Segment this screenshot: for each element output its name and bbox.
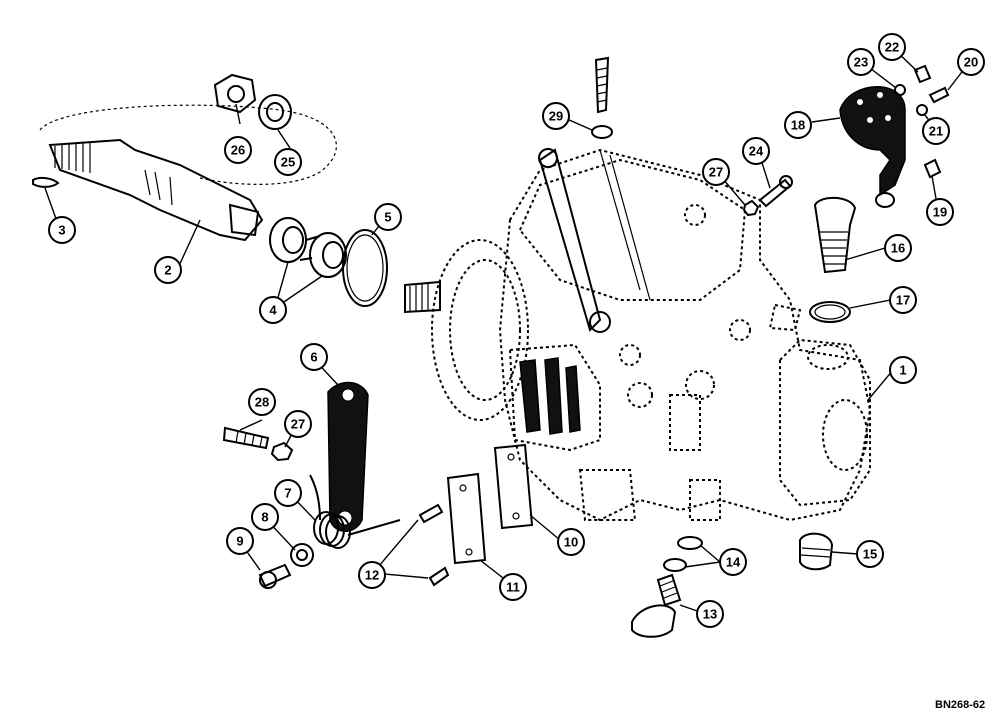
cover-plates-drawing [418, 443, 534, 587]
lever-assembly-drawing [222, 381, 401, 589]
callout-1: 1 [889, 356, 917, 384]
svg-text:28: 28 [255, 395, 269, 410]
svg-text:6: 6 [310, 350, 317, 365]
callout-4: 4 [259, 296, 287, 324]
callout-6: 6 [300, 343, 328, 371]
svg-text:5: 5 [384, 210, 391, 225]
svg-text:26: 26 [231, 143, 245, 158]
callout-15: 15 [856, 540, 884, 568]
svg-text:17: 17 [896, 293, 910, 308]
svg-text:3: 3 [58, 223, 65, 238]
callout-22: 22 [878, 33, 906, 61]
svg-text:2: 2 [164, 263, 171, 278]
svg-text:16: 16 [891, 241, 905, 256]
svg-text:22: 22 [885, 40, 899, 55]
stud-and-bolts-drawing [591, 56, 793, 217]
callout-14: 14 [719, 548, 747, 576]
svg-text:1: 1 [899, 363, 906, 378]
nut-and-washer-drawing [213, 73, 292, 130]
callout-7: 7 [274, 479, 302, 507]
svg-text:10: 10 [564, 535, 578, 550]
svg-text:18: 18 [791, 118, 805, 133]
svg-text:15: 15 [863, 547, 877, 562]
figure-code: BN268-62 [935, 699, 985, 711]
callout-20: 20 [957, 48, 985, 76]
callout-3: 3 [48, 216, 76, 244]
svg-text:14: 14 [726, 555, 741, 570]
pump-housing-drawing [404, 148, 872, 522]
callout-8: 8 [251, 503, 279, 531]
callout-17: 17 [889, 286, 917, 314]
callout-28: 28 [248, 388, 276, 416]
svg-text:20: 20 [964, 55, 978, 70]
bolt-washers-plug-drawing [631, 532, 834, 638]
svg-text:19: 19 [933, 205, 947, 220]
callout-23: 23 [847, 48, 875, 76]
svg-text:11: 11 [506, 580, 520, 595]
svg-text:25: 25 [281, 155, 295, 170]
svg-text:21: 21 [929, 124, 943, 139]
svg-text:12: 12 [365, 568, 379, 583]
svg-text:27: 27 [291, 417, 305, 432]
callout-27-left: 27 [284, 410, 312, 438]
svg-text:29: 29 [549, 109, 563, 124]
callout-27-top: 27 [702, 158, 730, 186]
svg-text:7: 7 [284, 486, 291, 501]
callout-2: 2 [154, 256, 182, 284]
fitting-and-oring-drawing [809, 196, 857, 323]
callout-5: 5 [374, 203, 402, 231]
callout-21: 21 [922, 117, 950, 145]
svg-text:4: 4 [269, 303, 277, 318]
callout-10: 10 [557, 528, 585, 556]
drive-shaft-drawing [32, 104, 337, 242]
callout-16: 16 [884, 234, 912, 262]
bracket-drawing [839, 64, 950, 208]
svg-text:9: 9 [236, 534, 243, 549]
callout-25: 25 [274, 148, 302, 176]
callout-12: 12 [358, 561, 386, 589]
svg-text:8: 8 [261, 510, 268, 525]
callout-24: 24 [742, 137, 770, 165]
svg-text:23: 23 [854, 55, 868, 70]
bearings-and-oring-drawing [269, 217, 388, 307]
callout-13: 13 [696, 600, 724, 628]
svg-text:13: 13 [703, 607, 717, 622]
callout-18: 18 [784, 111, 812, 139]
callout-11: 11 [499, 573, 527, 601]
callout-9: 9 [226, 527, 254, 555]
callout-19: 19 [926, 198, 954, 226]
svg-text:24: 24 [749, 144, 764, 159]
svg-text:27: 27 [709, 165, 723, 180]
callout-29: 29 [542, 102, 570, 130]
callout-26: 26 [224, 136, 252, 164]
